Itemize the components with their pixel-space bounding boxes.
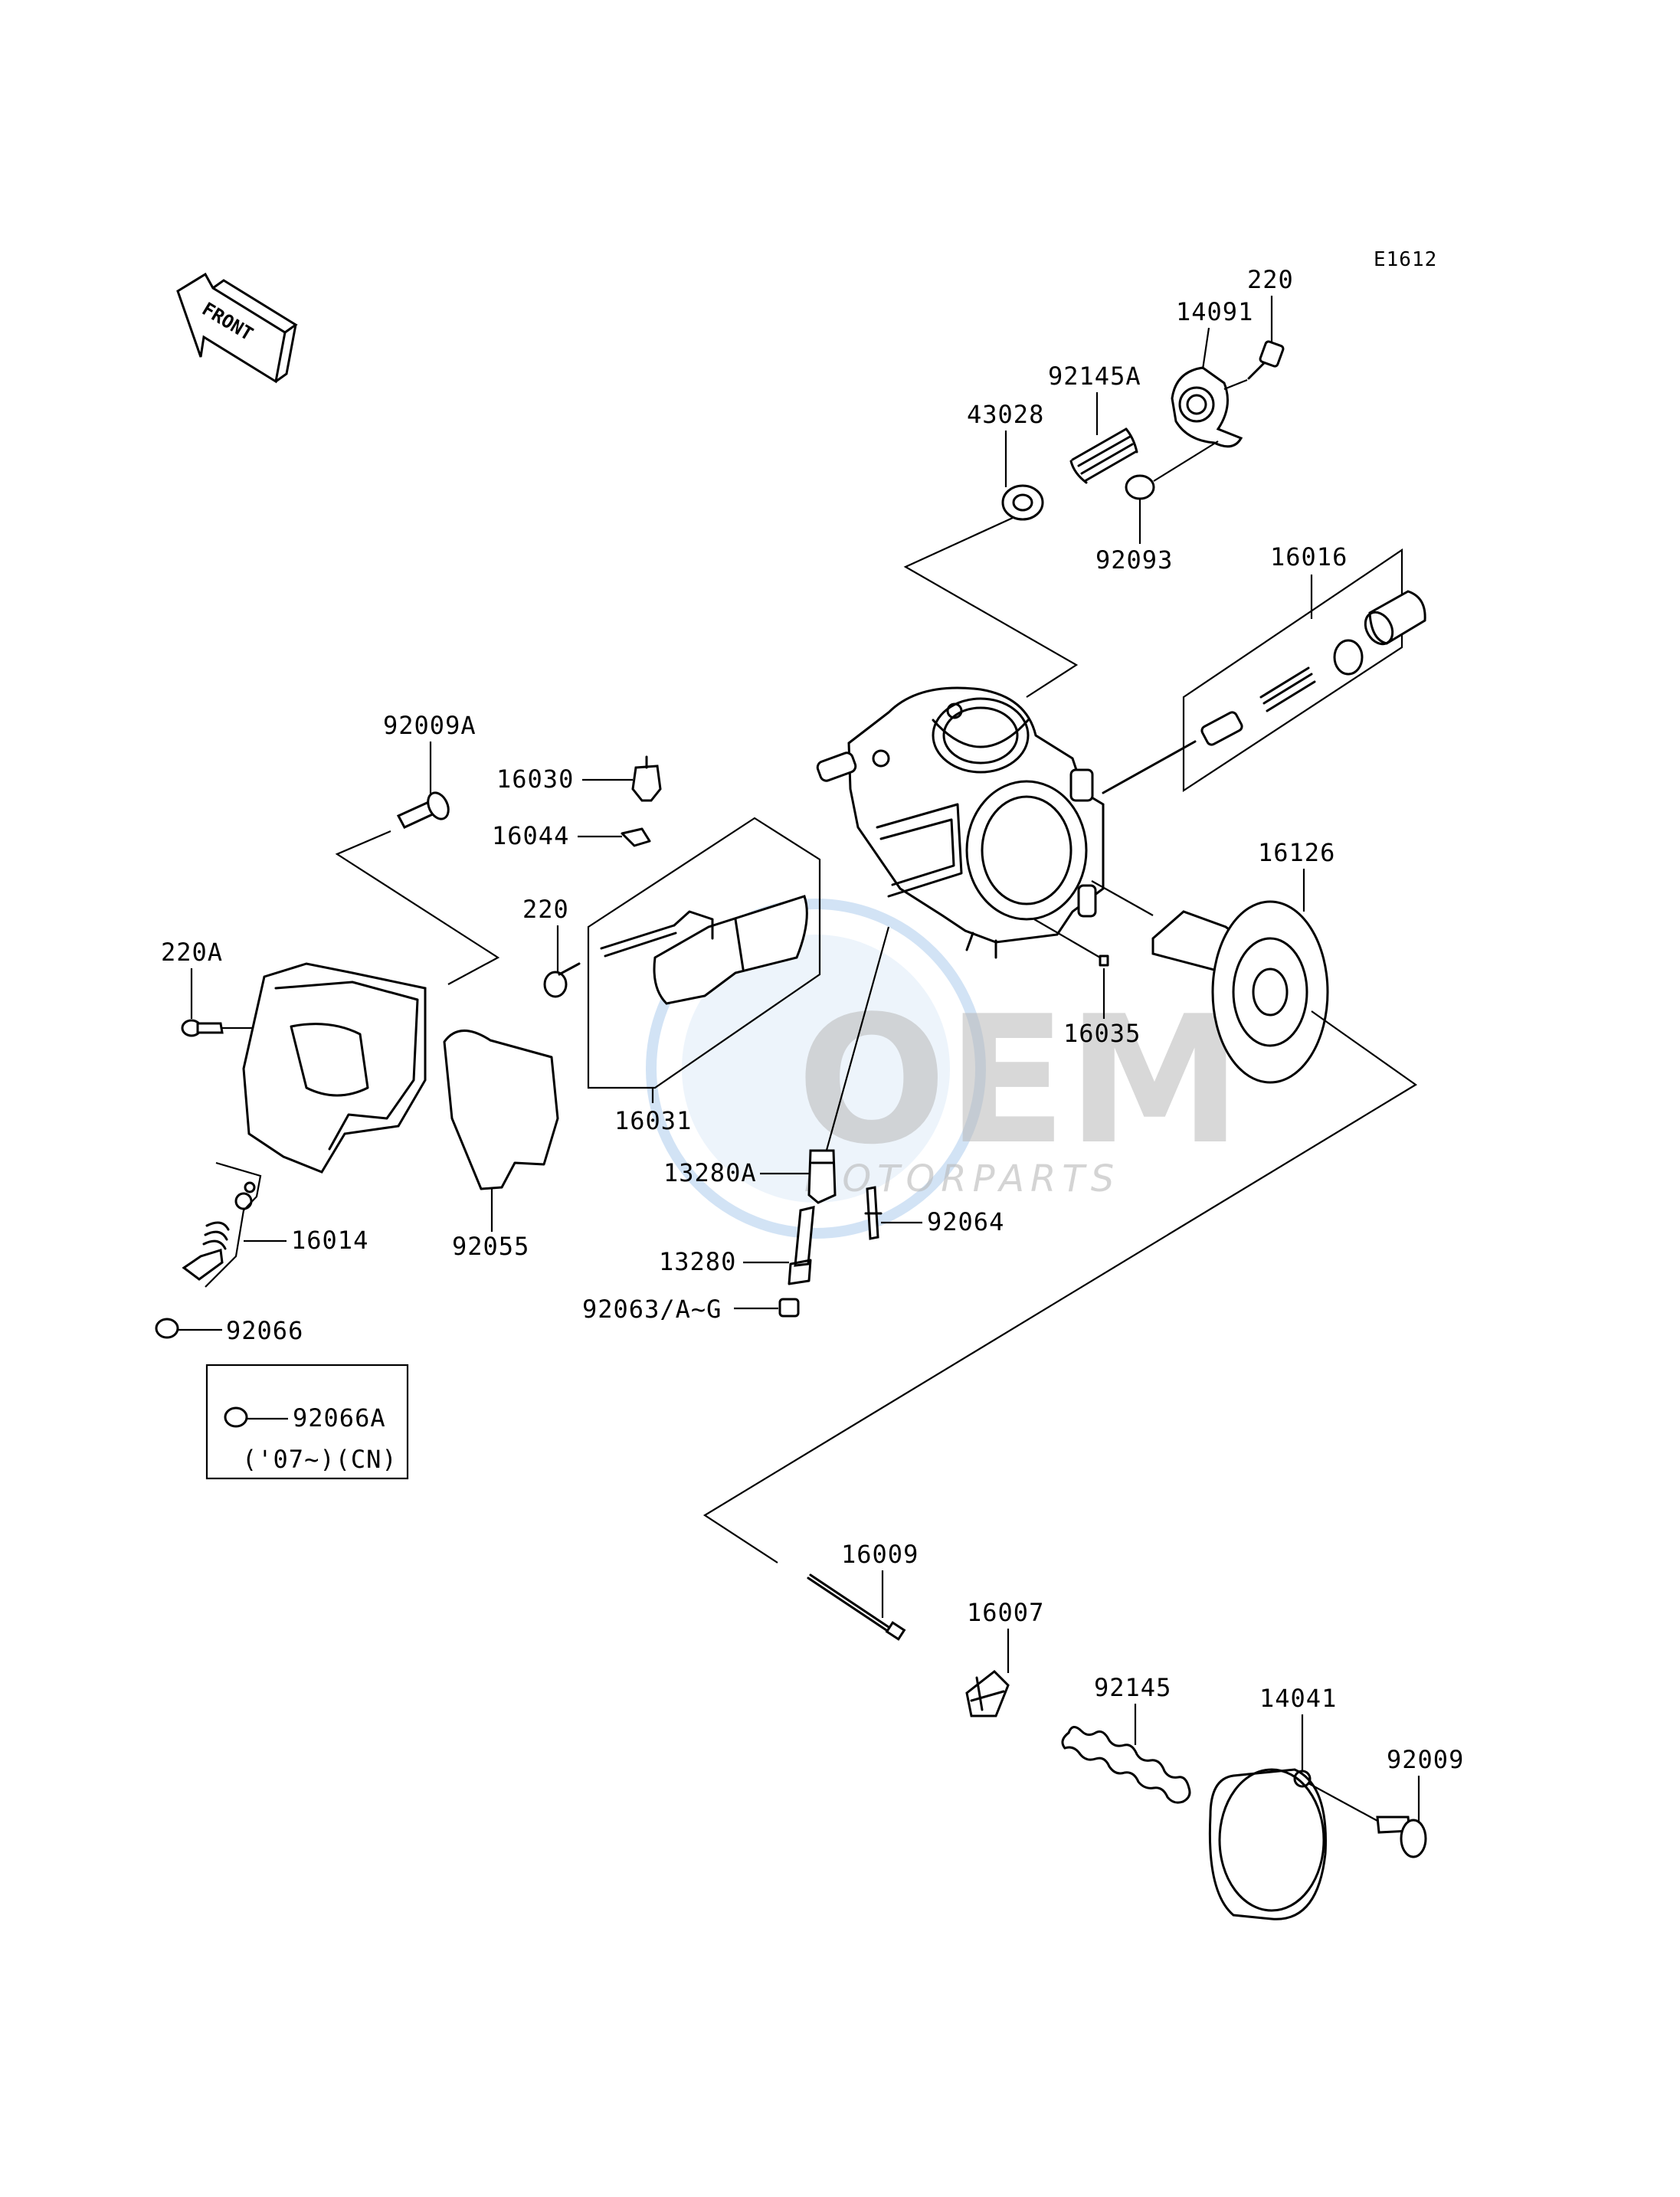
label-92066: 92066 [226, 1316, 303, 1345]
needle-valve-16030 [631, 755, 662, 802]
label-220-top: 220 [1247, 265, 1294, 294]
cover-14091 [1171, 366, 1243, 448]
plug-92066A [224, 1406, 248, 1428]
label-16030: 16030 [496, 765, 574, 794]
jet-needle-16009 [807, 1573, 906, 1641]
label-92145: 92145 [1094, 1673, 1171, 1702]
oring-92093 [1125, 474, 1155, 500]
label-16044: 16044 [492, 821, 569, 850]
screw-220A [181, 1019, 224, 1037]
choke-plunger-16016 [1102, 590, 1426, 794]
spring-92145 [1061, 1726, 1191, 1804]
label-16126: 16126 [1258, 838, 1335, 867]
label-92009: 92009 [1387, 1745, 1464, 1774]
diagram-code: E1612 [1374, 248, 1437, 271]
variant-box [205, 1364, 409, 1480]
label-16009: 16009 [841, 1540, 919, 1569]
label-220A: 220A [161, 938, 223, 967]
pilot-screw-16014 [182, 1181, 256, 1281]
label-92064: 92064 [927, 1207, 1004, 1236]
watermark: OEM MOTORPARTS [646, 899, 1243, 1239]
carburetor-body [816, 686, 1105, 959]
label-92055: 92055 [452, 1232, 529, 1261]
label-14041: 14041 [1259, 1684, 1337, 1713]
screw-92009A [396, 791, 450, 829]
label-92093: 92093 [1095, 545, 1173, 575]
clip-16044 [621, 827, 651, 847]
note-cn: ('07~)(CN) [242, 1445, 398, 1474]
needle-holder-16007 [965, 1670, 1010, 1717]
watermark-subtitle: MOTORPARTS [804, 1157, 1120, 1200]
label-16031: 16031 [614, 1106, 692, 1135]
label-13280A: 13280A [663, 1158, 757, 1187]
gasket-92055 [443, 1030, 559, 1190]
label-220-mid: 220 [522, 895, 569, 924]
plug-92066 [155, 1318, 179, 1339]
top-cover-14041 [1208, 1768, 1327, 1920]
float-16031 [600, 895, 808, 1005]
label-92009A: 92009A [383, 711, 476, 740]
screw-16035 [1099, 954, 1109, 967]
screw-92009 [1376, 1816, 1427, 1858]
label-16016: 16016 [1270, 542, 1348, 571]
label-16007: 16007 [967, 1598, 1044, 1627]
label-16014: 16014 [291, 1226, 368, 1255]
label-16035: 16035 [1063, 1019, 1141, 1048]
label-92145A: 92145A [1048, 362, 1141, 391]
diaphragm-43028 [1001, 484, 1044, 521]
jet-holder-13280 [788, 1206, 815, 1285]
label-92063: 92063/A~G [582, 1295, 722, 1324]
watermark-globe-icon [646, 899, 986, 1239]
main-jet-92063 [778, 1298, 800, 1318]
watermark-brand: OEM [797, 979, 1243, 1184]
screw-220-mid [543, 962, 581, 998]
needle-jet-13280A [807, 1149, 837, 1204]
label-43028: 43028 [967, 400, 1044, 429]
label-14091: 14091 [1176, 297, 1253, 326]
slide-16126 [1151, 900, 1329, 1084]
screw-220-top [1247, 340, 1285, 380]
pilot-jet-92064 [864, 1186, 883, 1240]
spring-92145A [1069, 427, 1138, 484]
label-92066A: 92066A [293, 1403, 386, 1432]
label-13280: 13280 [659, 1247, 736, 1276]
front-arrow-icon: FRONT [176, 272, 298, 384]
float-bowl [242, 962, 427, 1174]
